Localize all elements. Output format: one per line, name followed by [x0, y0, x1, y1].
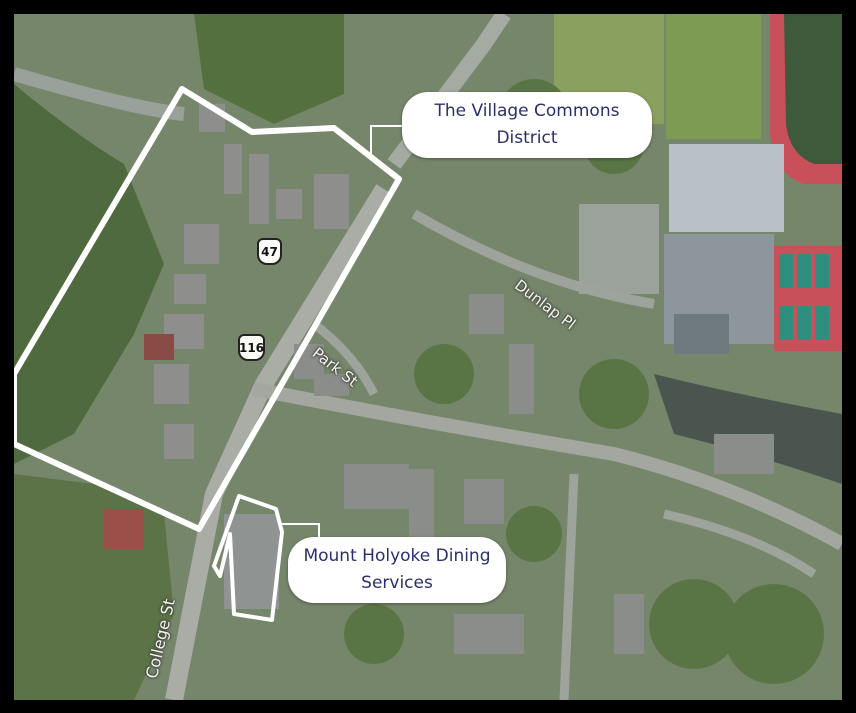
village-commons-callout-line-1: The Village Commons: [434, 101, 620, 121]
map-view[interactable]: 47 116 Dunlap Pl Park St College St The …: [14, 14, 842, 700]
route-47-shield: 47: [257, 238, 282, 265]
village-commons-callout-line-2: District: [496, 128, 558, 148]
dining-services-callout-line-2: Services: [361, 573, 433, 593]
dining-services-boundary: [212, 494, 284, 622]
village-commons-callout[interactable]: The Village Commons District: [402, 92, 652, 158]
dining-services-callout[interactable]: Mount Holyoke Dining Services: [288, 537, 506, 603]
route-116-shield: 116: [238, 334, 265, 361]
dining-services-callout-line-1: Mount Holyoke Dining: [303, 546, 491, 566]
village-commons-boundary: [14, 86, 402, 532]
